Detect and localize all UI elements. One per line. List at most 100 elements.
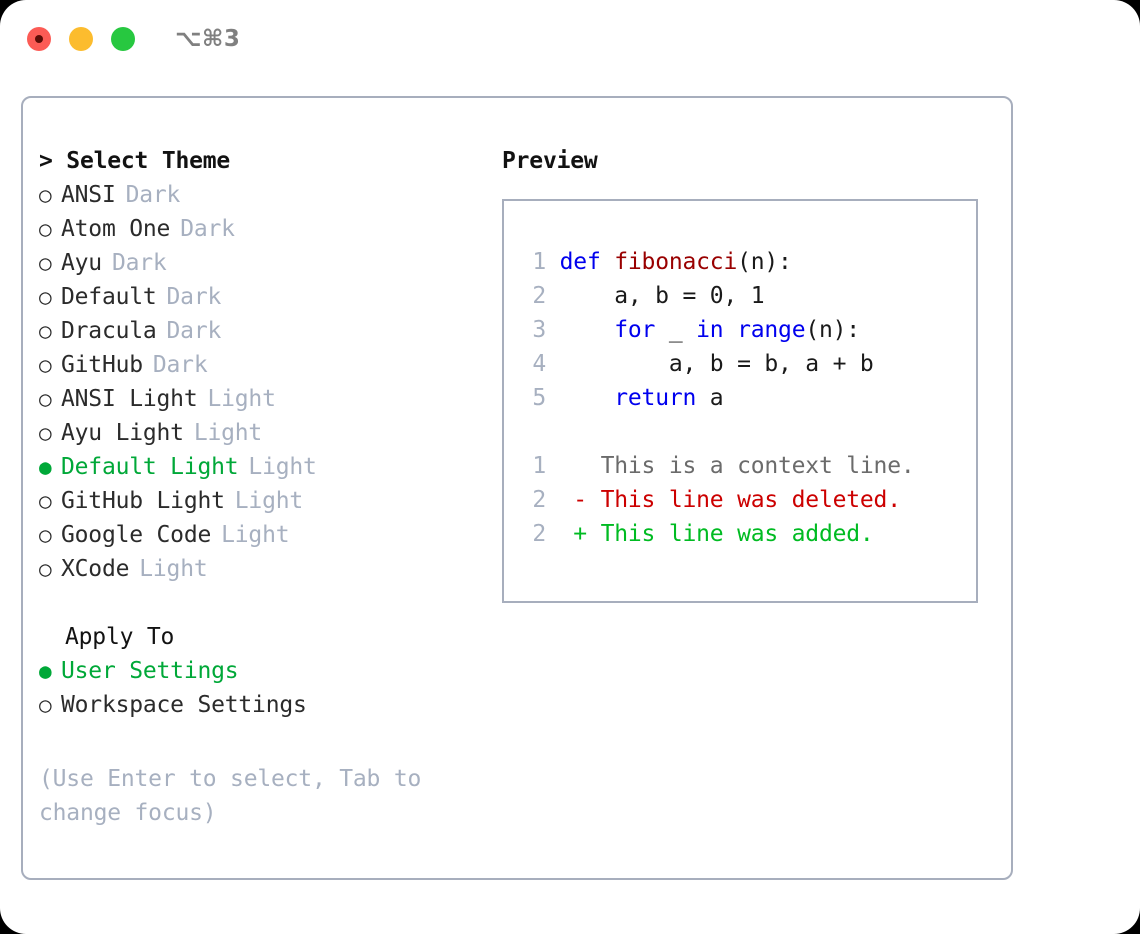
radio-unselected-icon: ○ (39, 183, 52, 207)
theme-option-label: Google Code (61, 522, 212, 548)
radio-unselected-icon: ○ (39, 319, 52, 343)
diff-text: This line was deleted. (586, 487, 901, 513)
theme-option-tag: Dark (125, 182, 181, 208)
window-title: ⌥⌘3 (175, 26, 241, 52)
theme-option-tag: Light (234, 488, 304, 514)
diff-text: This is a context line. (586, 453, 915, 479)
radio-unselected-icon: ○ (39, 693, 52, 717)
code-line-number: 1 (532, 249, 546, 275)
radio-unselected-icon: ○ (39, 489, 52, 513)
code-line-number: 3 (532, 317, 546, 343)
diff-line-number: 1 (532, 453, 546, 479)
code-token (601, 249, 615, 275)
radio-unselected-icon: ○ (39, 353, 52, 377)
code-token (560, 317, 615, 343)
theme-option-label: XCode (61, 556, 130, 582)
close-button[interactable] (27, 27, 51, 51)
code-token: for (614, 317, 656, 343)
diff-line: 2 + This line was added. (524, 517, 976, 551)
window-titlebar: ⌥⌘3 (0, 0, 1140, 78)
apply-to-option-label: Workspace Settings (61, 692, 307, 718)
code-line: 3 for _ in range(n): (524, 313, 976, 347)
code-line: 4 a, b = b, a + b (524, 347, 976, 381)
apply-to-option-workspace-settings[interactable]: ○ Workspace Settings (39, 688, 489, 722)
code-line-number: 4 (532, 351, 546, 377)
preview-title: Preview (502, 148, 598, 174)
theme-option-tag: Dark (152, 352, 208, 378)
code-token: (n): (805, 317, 860, 343)
theme-option-default[interactable]: ○ Default Dark (39, 280, 489, 314)
select-theme-header: > Select Theme (39, 148, 231, 174)
close-dot-icon (35, 35, 43, 43)
code-token: a, b = 0, 1 (559, 283, 765, 309)
apply-to-option-label: User Settings (61, 658, 239, 684)
theme-option-tag: Light (193, 420, 263, 446)
apply-to-list[interactable]: ●User Settings ○ Workspace Settings (39, 654, 489, 722)
apply-to-option-user-settings[interactable]: ●User Settings (39, 654, 489, 688)
diff-text: This line was added. (586, 521, 874, 547)
code-token: def (559, 249, 601, 275)
code-line: 1 def fibonacci(n): (524, 245, 976, 279)
code-token (560, 385, 615, 411)
code-line: 2 a, b = 0, 1 (524, 279, 976, 313)
theme-option-label: Atom One (61, 216, 171, 242)
maximize-button[interactable] (111, 27, 135, 51)
diff-line-number: 2 (532, 521, 546, 547)
apply-to-header: Apply To (65, 624, 175, 650)
theme-option-tag: Light (221, 522, 290, 548)
diff-line: 2 - This line was deleted. (524, 483, 976, 517)
theme-option-tag: Dark (166, 284, 222, 310)
preview-column: Preview 1 def fibonacci(n):2 a, b = 0, 1… (502, 144, 992, 603)
code-token: range (737, 317, 806, 343)
code-gutter-space (546, 317, 560, 343)
list-spacer (39, 586, 489, 620)
theme-option-label: Dracula (61, 318, 157, 344)
theme-option-ansi[interactable]: ○ ANSI Dark (39, 178, 489, 212)
code-token: (n): (737, 249, 792, 275)
theme-option-label: ANSI (61, 182, 116, 208)
radio-selected-icon: ● (39, 455, 52, 479)
code-line-number: 5 (532, 385, 546, 411)
minimize-button[interactable] (69, 27, 93, 51)
theme-option-tag: Dark (111, 250, 167, 276)
radio-unselected-icon: ○ (39, 251, 52, 275)
code-token: _ (655, 317, 697, 343)
diff-sample: 1 This is a context line. 2 - This line w… (524, 449, 976, 551)
diff-marker (546, 453, 587, 479)
code-gutter-space (546, 283, 560, 309)
code-line: 5 return a (524, 381, 976, 415)
theme-option-label: GitHub Light (61, 488, 225, 514)
code-token (723, 317, 737, 343)
theme-option-github[interactable]: ○ GitHub Dark (39, 348, 489, 382)
theme-option-github-light[interactable]: ○ GitHub Light Light (39, 484, 489, 518)
diff-line-number: 2 (532, 487, 546, 513)
code-token: a (696, 385, 724, 411)
code-gutter-space (546, 351, 560, 377)
radio-unselected-icon: ○ (39, 421, 52, 445)
theme-option-tag: Dark (166, 318, 222, 344)
theme-option-label: GitHub (61, 352, 143, 378)
radio-unselected-icon: ○ (39, 285, 52, 309)
theme-option-tag: Light (248, 454, 317, 480)
theme-option-dracula[interactable]: ○ Dracula Dark (39, 314, 489, 348)
code-line-number: 2 (532, 283, 546, 309)
code-gutter-space (546, 385, 560, 411)
theme-option-label: Default Light (61, 454, 239, 480)
radio-unselected-icon: ○ (39, 217, 52, 241)
code-token: return (614, 385, 697, 411)
theme-option-label: Default (61, 284, 157, 310)
diff-marker: - (546, 487, 587, 513)
theme-option-default-light[interactable]: ● Default Light Light (39, 450, 489, 484)
